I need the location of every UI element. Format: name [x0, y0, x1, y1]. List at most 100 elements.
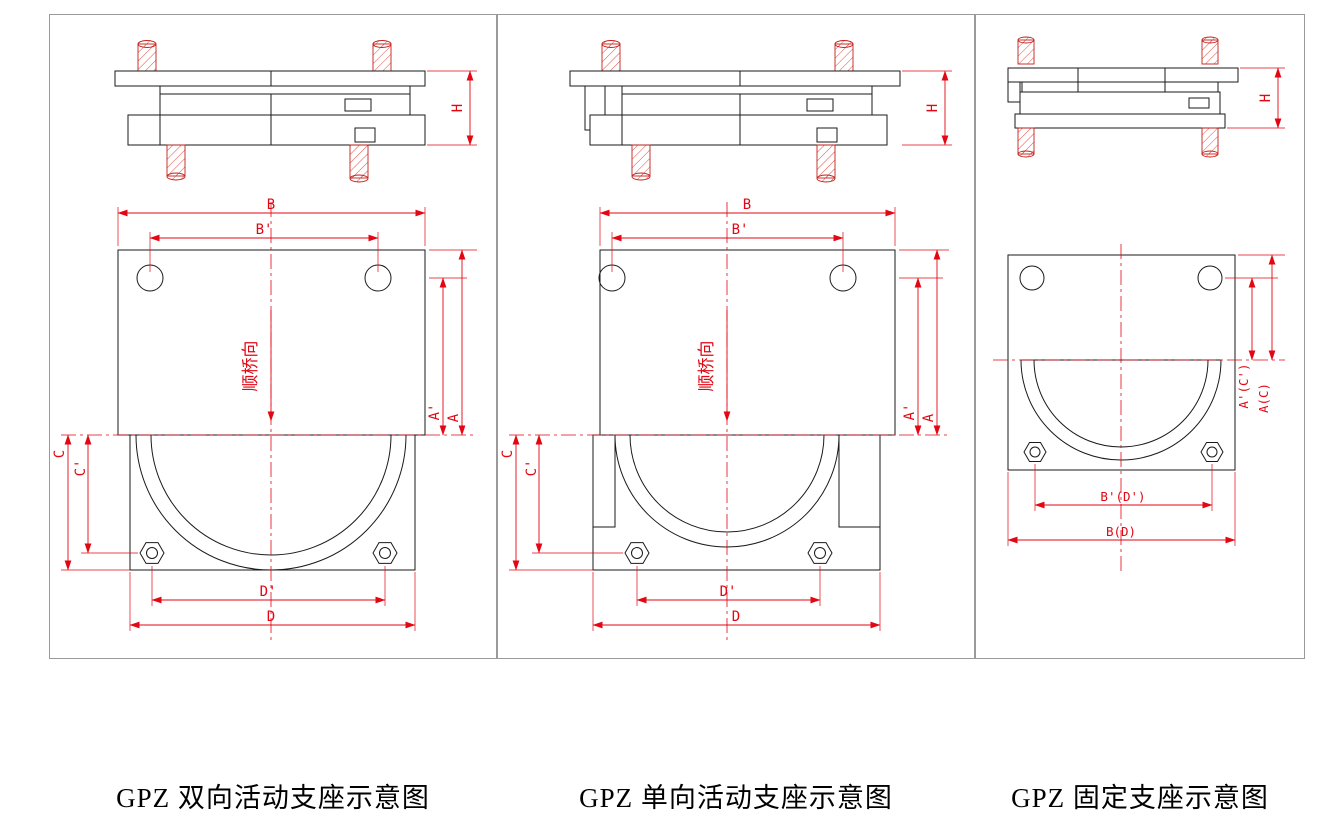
base-bolt-detail — [816, 127, 838, 143]
dim-B-combined-label: B(D) — [1106, 524, 1136, 539]
hex-bolt-left — [139, 542, 165, 564]
anchor-bolt-top-right — [1201, 36, 1219, 65]
anchor-bolt-top-left — [1017, 36, 1035, 65]
base-bolt-detail — [354, 127, 376, 143]
dim-B-prime: B' — [611, 222, 844, 272]
plan-view: A'(C') A(C) B'(D') B(D) — [993, 244, 1285, 574]
dim-B-label: B — [743, 197, 751, 213]
top-plate-section — [1007, 67, 1239, 83]
anchor-bolt-bottom-right — [816, 144, 836, 183]
hex-bolt-left — [1023, 442, 1047, 462]
dim-A-prime-combined-label: A'(C') — [1236, 363, 1251, 408]
dim-C: C — [52, 434, 130, 571]
pot-ring — [614, 434, 840, 548]
sole-plate-right — [739, 70, 901, 87]
section-view — [1007, 36, 1239, 158]
section-view — [569, 40, 901, 183]
dim-A-prime-label: A' — [902, 404, 918, 421]
dim-D-prime-label: D' — [260, 584, 277, 600]
plan-view: 顺桥向 B B' A' A — [500, 197, 949, 642]
hex-bolt-left — [624, 542, 650, 564]
dim-C: C — [500, 434, 593, 571]
dim-B: B — [117, 197, 426, 246]
panel-fixed-drawing: H A'(C') — [975, 14, 1305, 659]
dim-D-prime: D' — [151, 566, 386, 606]
dim-B-prime: B' — [149, 222, 379, 272]
seal-layer — [159, 85, 411, 95]
dim-C-prime-label: C' — [73, 460, 89, 477]
caption-bidirectional: GPZ 双向活动支座示意图 — [116, 783, 430, 813]
guide-block-right — [838, 434, 881, 528]
dim-D-label: D — [267, 609, 275, 625]
pot-inner — [629, 434, 825, 533]
anchor-bolt-bottom-right — [1201, 127, 1219, 158]
dim-A-label: A — [446, 413, 462, 422]
panel-bidirectional-drawing: H 顺桥向 — [49, 14, 497, 659]
seal-layer — [621, 85, 873, 95]
anchor-bolt-top-right — [834, 40, 854, 72]
bottom-plate-section — [1014, 113, 1226, 129]
anchor-hole-right — [1197, 265, 1223, 291]
anchor-bolt-bottom-left — [1017, 127, 1035, 158]
hex-bolt-right — [372, 542, 398, 564]
anchor-bolt-top-right — [372, 40, 392, 72]
bridge-direction-label: 顺桥向 — [241, 341, 260, 392]
dim-D-prime-label: D' — [720, 584, 737, 600]
dim-B-label: B — [267, 197, 275, 213]
bridge-direction-annotation: 顺桥向 — [697, 310, 731, 422]
anchor-bolt-top-left — [601, 40, 621, 72]
anchor-bolt-top-left — [137, 40, 157, 72]
dim-H-label: H — [1258, 94, 1274, 102]
pot-inner — [150, 434, 392, 556]
dim-H: H — [427, 70, 477, 146]
dim-D-label: D — [732, 609, 740, 625]
lower-plate-outline — [129, 435, 416, 571]
mid-layer — [1021, 81, 1219, 93]
anchor-bolt-bottom-left — [631, 144, 651, 181]
bearing-plate — [1007, 254, 1236, 471]
plan-view: 顺桥向 B B' A' A — [52, 197, 477, 642]
dim-H: H — [1227, 67, 1285, 129]
dim-C-label: C — [52, 450, 68, 458]
sole-plate-left — [114, 70, 272, 87]
hex-bolt-right — [807, 542, 833, 564]
panel-border — [49, 14, 497, 659]
dim-A-combined: A(C) — [1238, 254, 1285, 413]
dim-A: A — [899, 249, 949, 436]
lower-plate-outline — [592, 435, 881, 571]
pot-ring — [1020, 359, 1222, 461]
dim-A-combined-label: A(C) — [1256, 383, 1271, 413]
dim-B-prime-combined-label: B'(D') — [1100, 489, 1145, 504]
top-plate — [599, 249, 896, 436]
dim-C-prime: C' — [73, 434, 138, 554]
sole-plate-left — [569, 70, 741, 87]
dim-D-prime: D' — [636, 566, 821, 606]
pot-base-hatch — [159, 114, 272, 146]
anchor-bolt-bottom-left — [166, 144, 186, 181]
dim-B-prime-label: B' — [732, 222, 749, 238]
anchor-hole-left — [1019, 265, 1045, 291]
dim-D: D — [129, 572, 416, 631]
bridge-direction-label: 顺桥向 — [697, 341, 716, 392]
pot-base — [589, 114, 888, 146]
dim-H-label: H — [450, 104, 466, 112]
dim-B-prime-combined: B'(D') — [1034, 464, 1213, 511]
pot-base — [127, 114, 426, 146]
guide-block-left — [592, 434, 616, 528]
dim-B-prime-label: B' — [256, 222, 273, 238]
body-bolt-detail — [344, 98, 372, 112]
sole-plate-right — [270, 70, 426, 87]
dim-C-label: C — [500, 450, 516, 458]
body-bolt-detail — [1188, 97, 1210, 109]
bearing-body — [159, 93, 411, 116]
section-view — [114, 40, 426, 183]
dim-A-prime-label: A' — [427, 404, 443, 421]
dim-H-label: H — [925, 104, 941, 112]
panel-border — [497, 14, 975, 659]
dim-A-prime: A' — [899, 277, 943, 436]
body-bolt-detail — [806, 98, 834, 112]
panel-border — [975, 14, 1305, 659]
dim-D: D — [592, 572, 881, 631]
pot-inner — [1033, 359, 1209, 448]
